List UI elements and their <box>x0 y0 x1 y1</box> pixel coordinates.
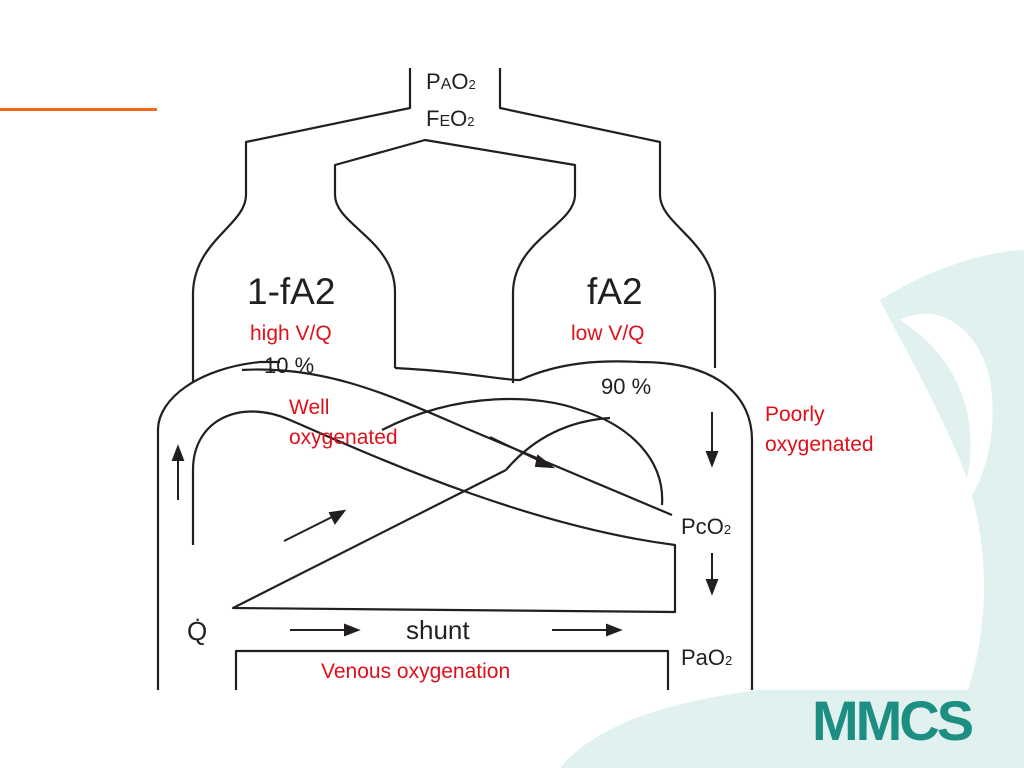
capillary-po2-label: PcO2 <box>681 514 732 539</box>
accent-line <box>0 108 157 111</box>
airway-outer-right <box>498 68 717 368</box>
crossing-band <box>241 368 673 517</box>
shunt-label: shunt <box>406 615 470 645</box>
vessel-outer-right <box>394 360 754 690</box>
mmcs-logo: MMCS <box>812 689 974 752</box>
well-oxygenated-label: Well oxygenated <box>289 396 398 449</box>
poorly-oxygenated-label: Poorly oxygenated <box>765 403 874 456</box>
right-loop <box>381 397 664 506</box>
left-unit-note: high V/Q <box>250 322 332 345</box>
flow-dot: · <box>194 606 202 631</box>
flow-symbol: · Q <box>187 606 208 646</box>
airway-inner-left <box>333 194 397 368</box>
venous-oxygenation-label: Venous oxygenation <box>321 660 511 683</box>
arterial-po2-label: PaO2 <box>681 645 733 670</box>
left-unit-percent: 10 % <box>264 353 315 378</box>
inspired-po2-label: PAO2 <box>426 69 476 94</box>
airway-outer <box>191 68 412 383</box>
right-unit-title: fA2 <box>587 271 643 312</box>
right-unit-note: low V/Q <box>571 322 645 345</box>
left-unit-title: 1-fA2 <box>247 271 336 312</box>
shunt-channel <box>234 649 670 690</box>
left-loop <box>191 410 677 614</box>
expired-o2-label: FEO2 <box>426 106 475 131</box>
airway-inner <box>333 138 577 383</box>
vessel-outer <box>156 360 280 690</box>
right-unit-percent: 90 % <box>601 374 652 399</box>
